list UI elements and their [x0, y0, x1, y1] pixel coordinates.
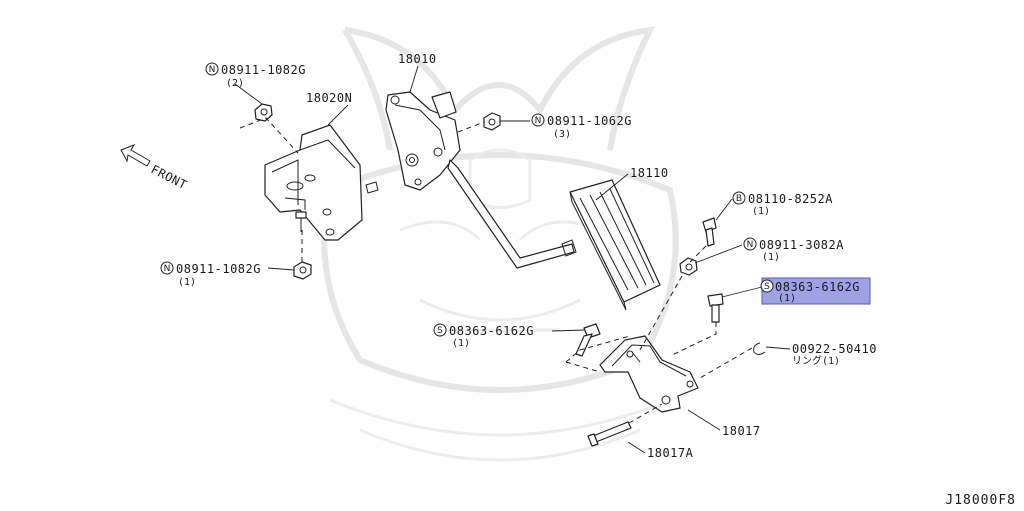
svg-text:(1): (1) — [452, 338, 470, 349]
svg-text:(2): (2) — [226, 78, 244, 89]
callout-screw-highlight[interactable]: S 08363-6162G (1) — [760, 279, 860, 304]
svg-text:(3): (3) — [553, 129, 571, 140]
prefix-s-icon: S — [437, 326, 443, 336]
svg-text:08363-6162G: 08363-6162G — [775, 280, 860, 294]
prefix-n-icon: N — [209, 65, 216, 75]
nut-top-icon — [254, 103, 273, 122]
svg-text:(1): (1) — [778, 293, 796, 304]
svg-text:00922-50410: 00922-50410 — [792, 342, 877, 356]
nut-mid-icon — [483, 112, 501, 131]
label-18020n[interactable]: 18020N — [306, 91, 352, 105]
callout-nut-top[interactable]: N 08911-1082G (2) — [205, 62, 306, 89]
svg-text:08911-1082G: 08911-1082G — [221, 63, 306, 77]
label-18017a[interactable]: 18017A — [647, 446, 694, 460]
pin-18017a — [587, 421, 632, 447]
assembly-lines — [239, 117, 753, 424]
svg-text:(1): (1) — [762, 252, 780, 263]
prefix-n-icon: N — [747, 240, 754, 250]
svg-text:(1): (1) — [752, 206, 770, 217]
prefix-n-icon: N — [535, 116, 542, 126]
callout-screw-left[interactable]: S 08363-6162G (1) — [433, 323, 534, 349]
svg-text:08911-1062G: 08911-1062G — [547, 114, 632, 128]
callout-nut-right[interactable]: N 08911-3082A (1) — [743, 237, 844, 263]
label-18017[interactable]: 18017 — [722, 424, 761, 438]
label-18010[interactable]: 18010 — [398, 52, 437, 66]
leader-lines — [234, 65, 791, 454]
prefix-s-icon: S — [764, 282, 770, 292]
screw-right-icon — [707, 293, 724, 323]
diagram-code: J18000F8 — [945, 493, 1016, 508]
svg-text:(1): (1) — [178, 277, 196, 288]
svg-text:08911-3082A: 08911-3082A — [759, 238, 844, 252]
bolt-small-icon — [295, 211, 307, 232]
svg-text:リング(1): リング(1) — [792, 354, 840, 367]
nut-bottom-icon — [293, 261, 312, 280]
front-arrow: FRONT — [120, 144, 190, 192]
prefix-n-icon: N — [164, 264, 171, 274]
ring-icon — [753, 342, 766, 355]
stopper-bracket-18017 — [599, 335, 699, 413]
selected-part-highlight[interactable] — [761, 277, 871, 305]
front-label: FRONT — [149, 162, 190, 192]
nut-right-icon — [679, 257, 698, 276]
svg-text:08110-8252A: 08110-8252A — [748, 192, 833, 206]
bracket-18020n — [264, 124, 379, 241]
svg-text:08911-1082G: 08911-1082G — [176, 262, 261, 276]
callout-ring[interactable]: 00922-50410 リング(1) — [792, 342, 877, 367]
callout-nut-bottom[interactable]: N 08911-1082G (1) — [160, 261, 261, 288]
pedal-assembly-18010 — [385, 91, 577, 269]
callout-bolt-b[interactable]: B 08110-8252A (1) — [732, 191, 833, 217]
prefix-b-icon: B — [736, 194, 742, 204]
svg-text:08363-6162G: 08363-6162G — [449, 324, 534, 338]
pedal-pad-18110 — [569, 179, 661, 311]
screw-left-icon — [575, 323, 601, 357]
bolt-b-icon — [702, 217, 717, 247]
callout-nut-mid[interactable]: N 08911-1062G (3) — [531, 113, 632, 140]
label-18110[interactable]: 18110 — [630, 166, 669, 180]
